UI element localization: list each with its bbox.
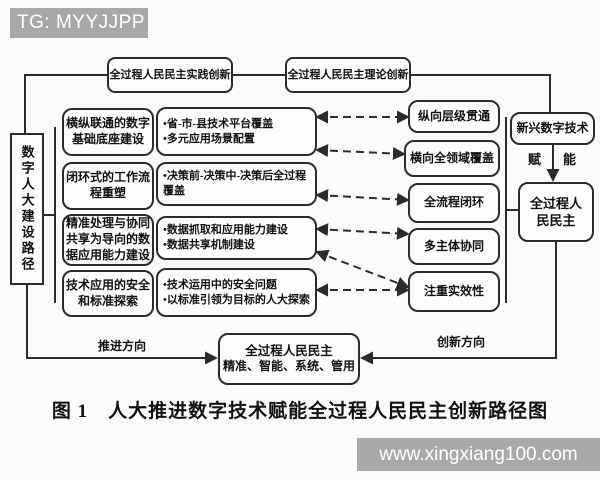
- result-box-line: 全过程人民民主: [245, 343, 333, 358]
- dashed-arrow-4: [315, 223, 410, 240]
- right-bracket: [505, 117, 518, 303]
- middle-box-4-line: •技术运用中的安全问题: [163, 278, 277, 291]
- advance-direction-label: 推进方向: [98, 339, 147, 353]
- line-theory-to-tech: [411, 74, 551, 112]
- dashed-arrow-3: [315, 189, 410, 206]
- dashed-arrow-diagonal: [315, 249, 410, 290]
- middle-box-3-line: •数据抓取和应用能力建设: [163, 224, 288, 237]
- practice-innovation-box: 全过程人民民主实践创新: [107, 57, 233, 93]
- left-axis-label: 数字人大建设路径: [19, 145, 35, 273]
- right-box-2: 横向全领域覆盖: [404, 140, 500, 177]
- emerging-tech-box: 新兴数字技术: [510, 112, 595, 145]
- left-box-3: 精准处理与协同 共享为导向的数 据应用能力建设: [62, 214, 154, 266]
- middle-box-3: •数据抓取和应用能力建设 •数据共享机制建设: [156, 216, 317, 260]
- democracy-box-line: 全过程人: [529, 195, 582, 211]
- right-box-3: 全流程闭环: [408, 183, 500, 223]
- middle-box-1: •省-市-县技术平台覆盖 •多元应用场景配置: [156, 107, 317, 156]
- right-box-2-label: 横向全领域覆盖: [409, 150, 494, 165]
- right-box-1-label: 纵向层级贯通: [417, 108, 490, 123]
- middle-box-2-line: •决策前-决策中-决策后全过程: [163, 170, 307, 183]
- middle-box-4-line: •以标准引领为目标的人大探索: [163, 293, 310, 306]
- empower-label-char1: 赋: [528, 152, 542, 167]
- left-box-1-line: 基础底座建设: [71, 132, 144, 146]
- right-box-4: 多主体协同: [408, 228, 500, 265]
- democracy-box-line: 民民主: [536, 213, 576, 228]
- middle-box-2: •决策前-决策中-决策后全过程 覆盖: [156, 162, 317, 206]
- left-box-2-line: 程重塑: [89, 186, 126, 200]
- left-box-3-line: 精准处理与协同: [65, 216, 150, 231]
- empower-label-char2: 能: [563, 152, 577, 167]
- left-box-4-line: 和标准探索: [77, 293, 138, 308]
- theory-innovation-label: 全过程人民民主理论创新: [287, 68, 409, 81]
- middle-box-1-line: •省-市-县技术平台覆盖: [163, 117, 274, 130]
- right-box-3-label: 全流程闭环: [423, 195, 484, 210]
- left-box-1-line: 横纵联通的数字: [65, 116, 150, 131]
- innovation-direction-arrow: [360, 242, 557, 365]
- watermark: www.xingxiang100.com: [357, 438, 600, 471]
- middle-box-2-line: 覆盖: [163, 185, 185, 197]
- left-box-1: 横纵联通的数字 基础底座建设: [62, 108, 154, 156]
- innovation-direction-label: 创新方向: [437, 335, 486, 349]
- right-box-4-label: 多主体协同: [423, 238, 484, 253]
- left-bracket: [44, 127, 56, 303]
- advance-direction-arrow: [26, 285, 218, 365]
- result-box: 全过程人民民主 精准、智能、系统、管用: [218, 333, 360, 385]
- practice-innovation-label: 全过程人民民主实践创新: [109, 68, 231, 81]
- left-box-2: 闭环式的工作流 程重塑: [62, 162, 154, 210]
- left-box-4-line: 技术应用的安全: [65, 277, 150, 292]
- middle-box-1-line: •多元应用场景配置: [163, 132, 255, 145]
- middle-box-4: •技术运用中的安全问题 •以标准引领为目标的人大探索: [156, 268, 317, 317]
- left-box-2-line: 闭环式的工作流: [65, 170, 150, 185]
- left-box-3-line: 共享为导向的数: [65, 232, 150, 247]
- left-box-3-line: 据应用能力建设: [65, 247, 150, 262]
- democracy-box: 全过程人 民民主: [518, 182, 594, 242]
- line-practice-to-left-axis: [24, 74, 107, 133]
- dashed-arrow-2: [315, 144, 406, 160]
- tg-banner: TG: MYYJJPP: [10, 8, 148, 38]
- left-box-4: 技术应用的安全 和标准探索: [62, 270, 154, 317]
- figure-caption: 图 1 人大推进数字技术赋能全过程人民民主创新路径图: [51, 401, 549, 422]
- left-axis-box: 数字人大建设路径: [10, 133, 44, 285]
- right-box-5: 注重实效性: [408, 271, 500, 312]
- middle-box-3-line: •数据共享机制建设: [163, 239, 255, 251]
- right-box-1: 纵向层级贯通: [408, 100, 500, 133]
- result-box-line: 精准、智能、系统、管用: [222, 359, 355, 374]
- right-box-5-label: 注重实效性: [423, 283, 484, 298]
- theory-innovation-box: 全过程人民民主理论创新: [285, 57, 411, 93]
- emerging-tech-label: 新兴数字技术: [516, 120, 589, 135]
